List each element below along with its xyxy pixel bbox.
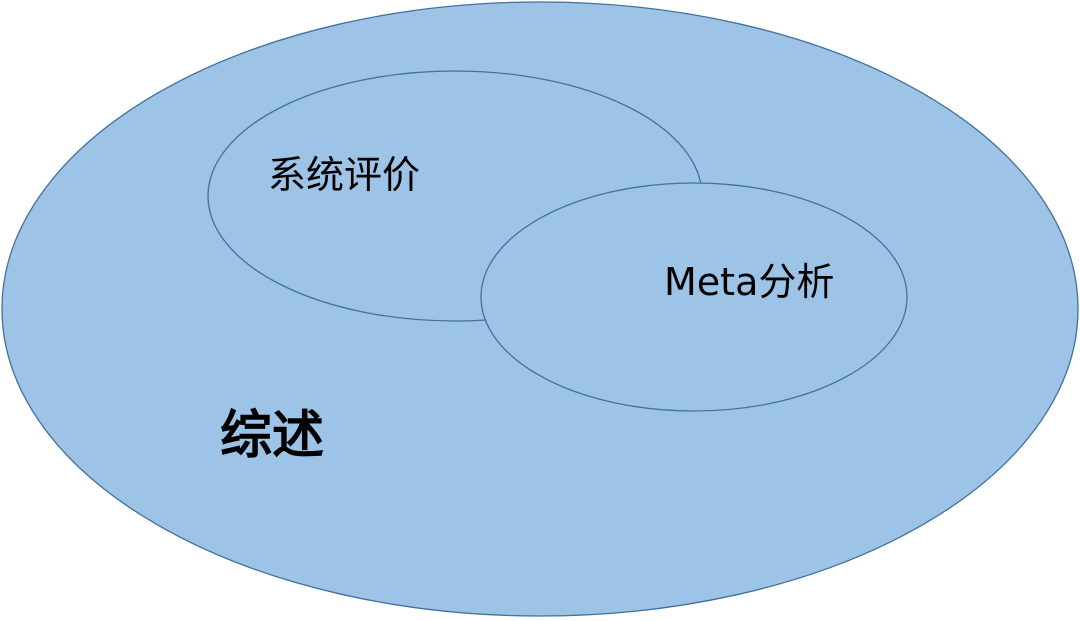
inner-ellipse-meta-analysis <box>480 182 908 412</box>
label-systematic-review: 系统评价 <box>268 153 420 197</box>
label-meta-analysis: Meta分析 <box>664 260 834 304</box>
label-review: 综述 <box>220 406 324 466</box>
